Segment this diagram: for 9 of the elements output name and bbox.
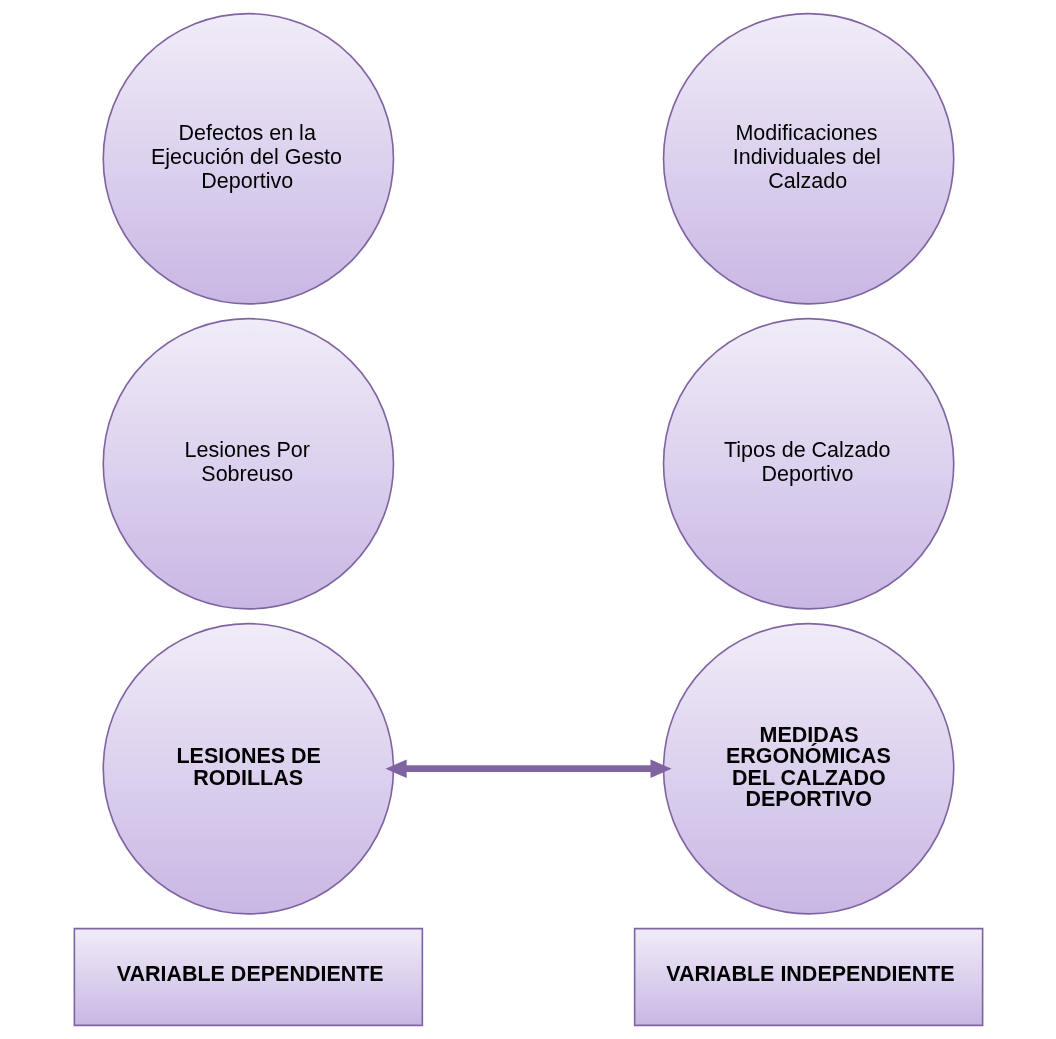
node-circle: Tipos de Calzado Deportivo <box>662 317 955 610</box>
node-circle: LESIONES DE RODILLAS <box>101 622 394 915</box>
arrow <box>385 759 672 778</box>
node-circle: Lesiones Por Sobreuso <box>101 317 394 610</box>
node-circle: MEDIDAS ERGONÓMICAS DEL CALZADO DEPORTIVO <box>662 622 955 915</box>
node-box: VARIABLE INDEPENDIENTE <box>633 927 983 1027</box>
node-circle: Defectos en la Ejecución del Gesto Deportivo <box>101 12 394 305</box>
node-box: VARIABLE DEPENDIENTE <box>73 927 423 1027</box>
node-circle: Modificaciones Individuales del Calzado <box>662 12 955 305</box>
